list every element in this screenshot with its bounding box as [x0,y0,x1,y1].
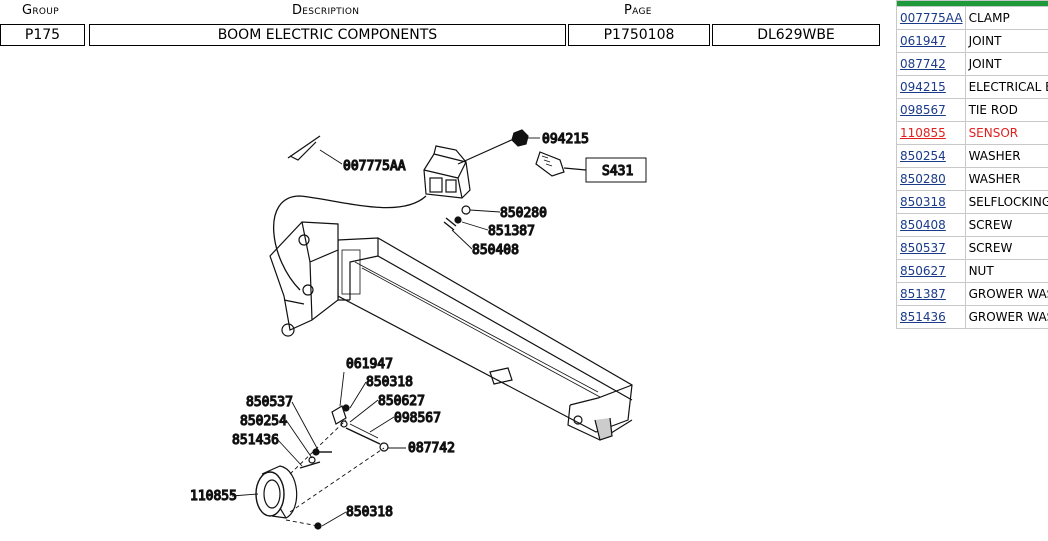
part-code-cell: 061947 [896,29,966,53]
callout-850254[interactable]: 850254 [239,413,287,429]
hex-fitting-shape [511,129,529,147]
callout-851436[interactable]: 851436 [231,432,279,448]
callout-850280[interactable]: 850280 [499,205,547,221]
page-header-label: Page [624,3,652,18]
parts-row-094215[interactable]: 094215 ELECTRICAL EQ [896,75,1048,99]
clamp-drawing [287,135,321,161]
part-description-cell: SENSOR [964,121,1048,145]
part-description-cell: JOINT [964,29,1048,53]
part-description-cell: WASHER [964,167,1048,191]
part-code-cell: 850318 [896,190,966,214]
part-code-cell: 110855 [896,121,966,145]
part-code-link[interactable]: 110855 [900,126,946,140]
box-hardware-drawing [443,205,471,231]
parts-row-110855[interactable]: 110855 SENSOR [896,121,1048,145]
part-code-link[interactable]: 850408 [900,218,946,232]
part-description-cell: ELECTRICAL EQ [964,75,1048,99]
assembly-dashed-lines [285,419,385,527]
callout-087742[interactable]: 087742 [407,440,455,456]
part-code-link[interactable]: 094215 [900,80,946,94]
parts-row-851387[interactable]: 851387 GROWER WASH [896,282,1048,306]
part-description-cell: JOINT [964,52,1048,76]
description-value-box: BOOM ELECTRIC COMPONENTS [89,24,566,46]
callout-098567[interactable]: 098567 [393,410,441,426]
lower-hardware-drawing [299,404,389,530]
description-header-label: Description [292,3,360,18]
callout-094215[interactable]: 094215 [541,131,589,147]
parts-row-850408[interactable]: 850408 SCREW [896,213,1048,237]
part-description-cell: WASHER [964,144,1048,168]
callout-850318-upper[interactable]: 850318 [365,374,413,390]
part-code-cell: 094215 [896,75,966,99]
callout-110855[interactable]: 110855 [189,488,237,504]
electrical-box-drawing [423,145,471,199]
parts-row-850318[interactable]: 850318 SELFLOCKING N [896,190,1048,214]
part-code-cell: 087742 [896,52,966,76]
part-description-cell: TIE ROD [964,98,1048,122]
callout-851387[interactable]: 851387 [487,223,535,239]
cable-drawing [272,195,427,291]
part-code-cell: 850537 [896,236,966,260]
part-code-cell: 850254 [896,144,966,168]
part-description-cell: CLAMP [964,6,1048,30]
callout-S431[interactable]: S431 [601,163,634,179]
part-code-link[interactable]: 850280 [900,172,946,186]
group-header-label: Group [22,3,59,18]
exploded-parts-diagram: 007775AA 094215 S431 850280 851387 85040… [189,129,647,530]
part-code-cell: 850627 [896,259,966,283]
part-code-link[interactable]: 850627 [900,264,946,278]
part-description-cell: NUT [964,259,1048,283]
parts-row-850254[interactable]: 850254 WASHER [896,144,1048,168]
callout-850408[interactable]: 850408 [471,242,519,258]
callout-850627[interactable]: 850627 [377,393,425,409]
parts-row-087742[interactable]: 087742 JOINT [896,52,1048,76]
leader-lines [231,137,540,527]
callout-061947[interactable]: 061947 [345,356,393,372]
part-code-link[interactable]: 851387 [900,287,946,301]
parts-row-098567[interactable]: 098567 TIE ROD [896,98,1048,122]
part-description-cell: GROWER WASH [964,282,1048,306]
part-code-link[interactable]: 850254 [900,149,946,163]
boom-arm-drawing [269,221,633,441]
sensor-connector-drawing [535,151,587,177]
part-code-link[interactable]: 007775AA [900,11,963,25]
part-code-link[interactable]: 098567 [900,103,946,117]
part-code-cell: 007775AA [896,6,966,30]
part-description-cell: SCREW [964,236,1048,260]
part-description-cell: GROWER WASH [964,305,1048,329]
callout-007775AA[interactable]: 007775AA [342,158,406,174]
part-code-link[interactable]: 851436 [900,310,946,324]
part-code-cell: 851436 [896,305,966,329]
parts-row-850537[interactable]: 850537 SCREW [896,236,1048,260]
page-value-box: P1750108 [568,24,710,46]
group-value-box: P175 [0,24,85,46]
part-code-cell: 098567 [896,98,966,122]
part-description-cell: SELFLOCKING N [964,190,1048,214]
parts-row-061947[interactable]: 061947 JOINT [896,29,1048,53]
sensor-code-box [585,157,647,183]
part-code-cell: 851387 [896,282,966,306]
model-value-box: DL629WBE [712,24,880,46]
part-code-link[interactable]: 850318 [900,195,946,209]
part-code-link[interactable]: 850537 [900,241,946,255]
parts-row-850280[interactable]: 850280 WASHER [896,167,1048,191]
part-code-cell: 850408 [896,213,966,237]
parts-row-851436[interactable]: 851436 GROWER WASH [896,305,1048,329]
part-code-link[interactable]: 061947 [900,34,946,48]
callout-850318-lower[interactable]: 850318 [345,504,393,520]
parts-row-850627[interactable]: 850627 NUT [896,259,1048,283]
callout-850537[interactable]: 850537 [245,394,293,410]
part-code-cell: 850280 [896,167,966,191]
part-description-cell: SCREW [964,213,1048,237]
part-code-link[interactable]: 087742 [900,57,946,71]
